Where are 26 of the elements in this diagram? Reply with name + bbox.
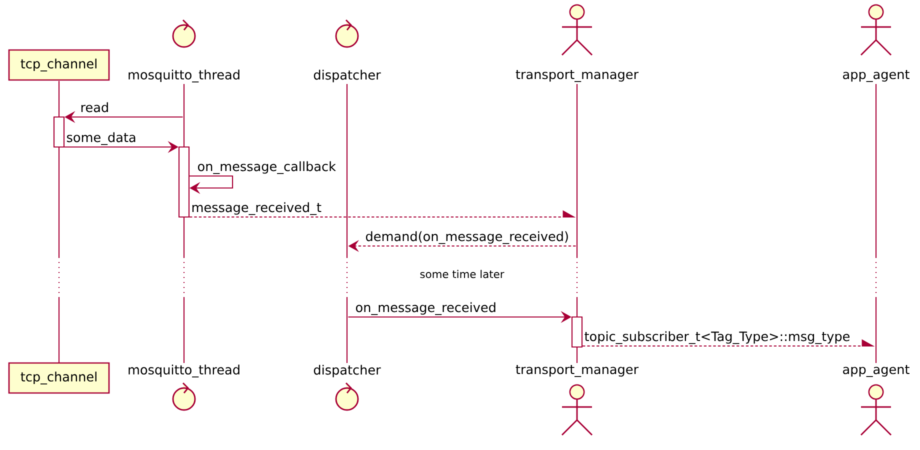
message-label: some_data <box>66 132 136 146</box>
message-label: demand(on_message_received) <box>366 231 568 244</box>
participant-label: dispatcher <box>314 70 381 82</box>
lifeline <box>875 84 877 363</box>
activation-bar <box>571 316 583 348</box>
activation-bar <box>178 146 190 218</box>
message-label: on_message_received <box>356 302 496 316</box>
message-label: message_received_t <box>192 202 322 216</box>
activation-bar <box>53 116 65 148</box>
message-label: read <box>81 102 108 112</box>
message-label: topic_subscriber_t<Tag_Type>::msg_type <box>584 331 850 344</box>
participant-label: app_agent <box>843 365 910 377</box>
message-arrow <box>190 175 234 194</box>
participant-label: transport_manager <box>516 365 639 377</box>
participant-box: tcp_channel <box>8 49 110 81</box>
participant-label: app_agent <box>843 70 910 82</box>
lifeline <box>576 84 578 363</box>
delay-note: some time later <box>420 270 504 278</box>
lifeline <box>58 81 60 363</box>
participant-label: mosquitto_thread <box>128 364 240 378</box>
participant-label: dispatcher <box>314 364 381 378</box>
participant-label: mosquitto_thread <box>128 70 240 82</box>
participant-box: tcp_channel <box>8 362 110 394</box>
participant-label: transport_manager <box>516 70 639 82</box>
lifeline <box>346 84 348 363</box>
message-label: on_message_callback <box>198 161 336 174</box>
